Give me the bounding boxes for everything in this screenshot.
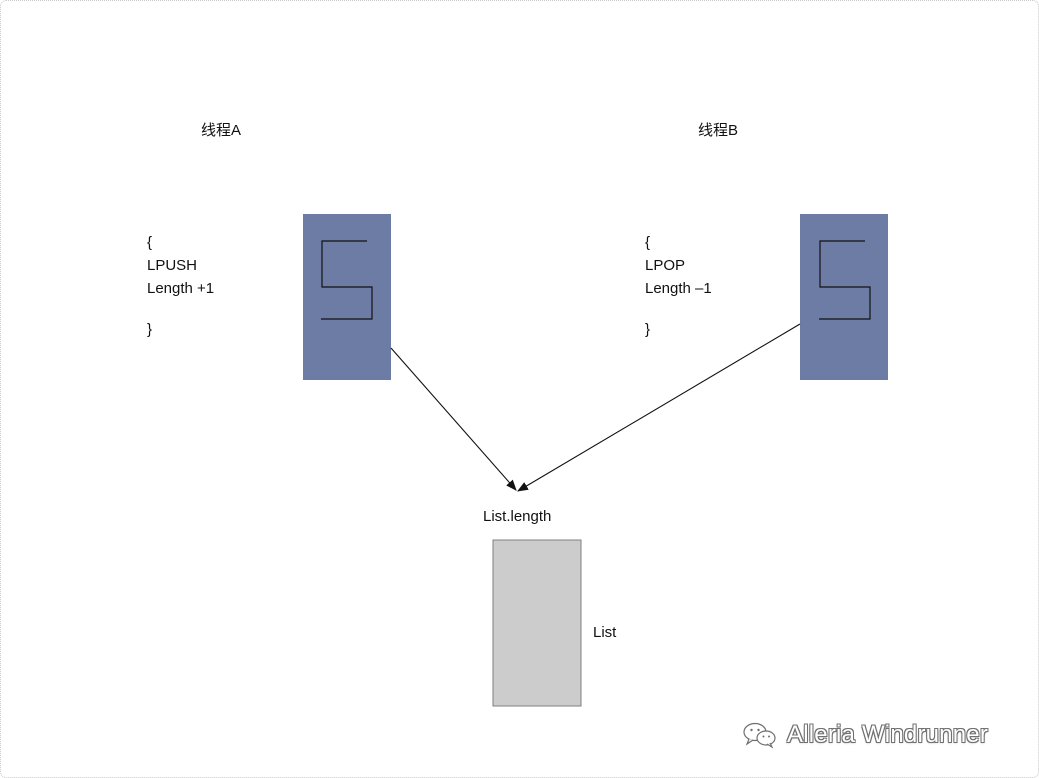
thread-a-code-length: Length +1 (147, 280, 215, 297)
thread-a-box (303, 214, 391, 380)
thread-b-code-close-brace: } (645, 321, 651, 338)
thread-b-code-open-brace: { (645, 234, 651, 251)
thread-b-code-command: LPOP (645, 257, 686, 274)
thread-a-code-close-brace: } (147, 321, 153, 338)
thread-a-code-command: LPUSH (147, 257, 198, 274)
thread-b-arrow (517, 323, 801, 492)
watermark-text: Alleria Windrunner (787, 721, 989, 748)
thread-a-lock-glyph (321, 240, 373, 320)
list-box-label: List (593, 624, 617, 641)
thread-b-code-length: Length –1 (645, 280, 712, 297)
thread-a-arrow (390, 347, 517, 491)
list-length-label: List.length (483, 508, 552, 525)
wechat-icon (741, 720, 779, 750)
list-box (492, 539, 582, 707)
thread-b-title: 线程B (698, 122, 739, 139)
thread-b-lock-glyph (819, 240, 871, 320)
thread-a-title: 线程A (201, 122, 242, 139)
watermark: Alleria Windrunner (741, 720, 988, 750)
thread-a-code-open-brace: { (147, 234, 153, 251)
thread-b-box (800, 214, 888, 380)
